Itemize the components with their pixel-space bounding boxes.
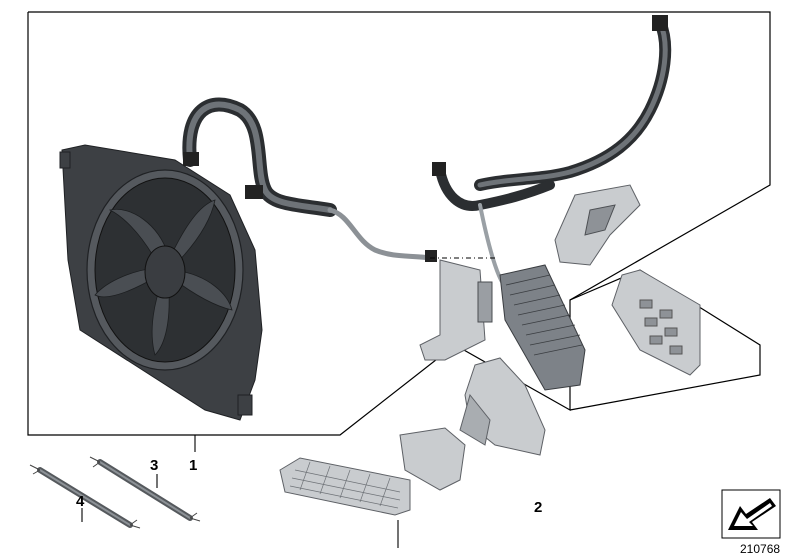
bracket-icon <box>554 184 641 266</box>
cable-tie-icon <box>89 456 201 522</box>
cable-tie-icon <box>29 464 141 529</box>
coolant-hose-icon <box>432 15 672 297</box>
group-2-frame <box>569 269 761 411</box>
fan-shroud-icon <box>59 144 263 421</box>
air-duct-icon <box>611 269 701 376</box>
grille-icon <box>279 457 411 516</box>
callout-4: 4 <box>76 493 85 510</box>
coolant-hose-icon <box>182 97 437 262</box>
diagram-id: 210768 <box>740 542 780 556</box>
orientation-arrow-icon <box>721 489 781 539</box>
callout-1: 1 <box>189 457 197 474</box>
callout-3: 3 <box>150 457 158 474</box>
oil-cooler-icon <box>499 264 586 391</box>
air-duct-icon <box>399 427 466 491</box>
air-duct-icon <box>459 357 546 456</box>
callout-2: 2 <box>534 499 542 516</box>
bracket-icon <box>419 259 493 361</box>
